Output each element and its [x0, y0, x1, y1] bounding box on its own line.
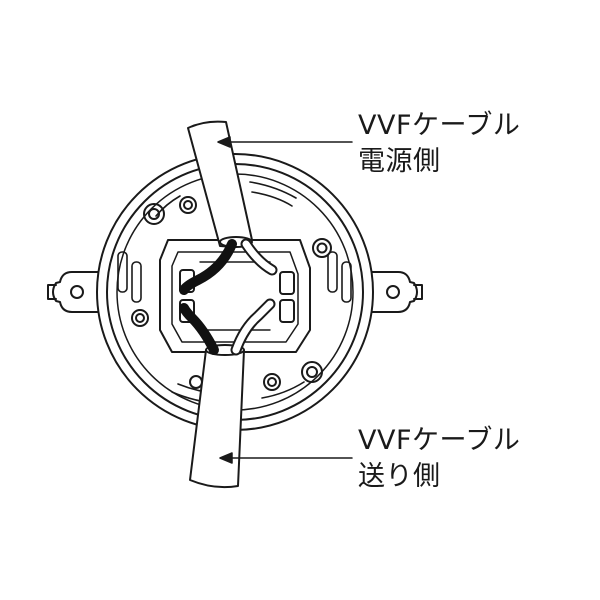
screw-hole	[312, 238, 332, 258]
screw-hole	[143, 203, 165, 225]
terminal-slot	[279, 299, 295, 323]
feed-side-text: 送り側	[358, 461, 441, 492]
terminal-slot	[279, 271, 295, 295]
screw-holes	[131, 196, 332, 391]
supply-black-wire	[179, 239, 237, 295]
feed-leader-arrow	[219, 452, 233, 464]
feed-cable	[179, 298, 276, 489]
screw-hole	[301, 361, 323, 383]
screw-hole	[179, 196, 197, 214]
feed-black-wire	[179, 303, 219, 355]
left-mounting-ear	[47, 271, 105, 313]
supply-side-label: VVFケーブル 電源側	[358, 108, 520, 180]
leader-lines	[217, 136, 353, 464]
supply-cable	[179, 120, 278, 295]
screw-hole	[131, 309, 149, 327]
feed-side-label: VVFケーブル 送り側	[358, 423, 520, 495]
supply-leader-arrow	[217, 136, 231, 148]
feed-cable-type-text: VVFケーブル	[358, 425, 521, 456]
right-mounting-ear	[365, 271, 423, 313]
supply-side-text: 電源側	[358, 146, 441, 177]
screw-hole	[263, 373, 281, 391]
supply-cable-type-text: VVFケーブル	[358, 110, 521, 141]
terminal-block	[159, 239, 311, 353]
